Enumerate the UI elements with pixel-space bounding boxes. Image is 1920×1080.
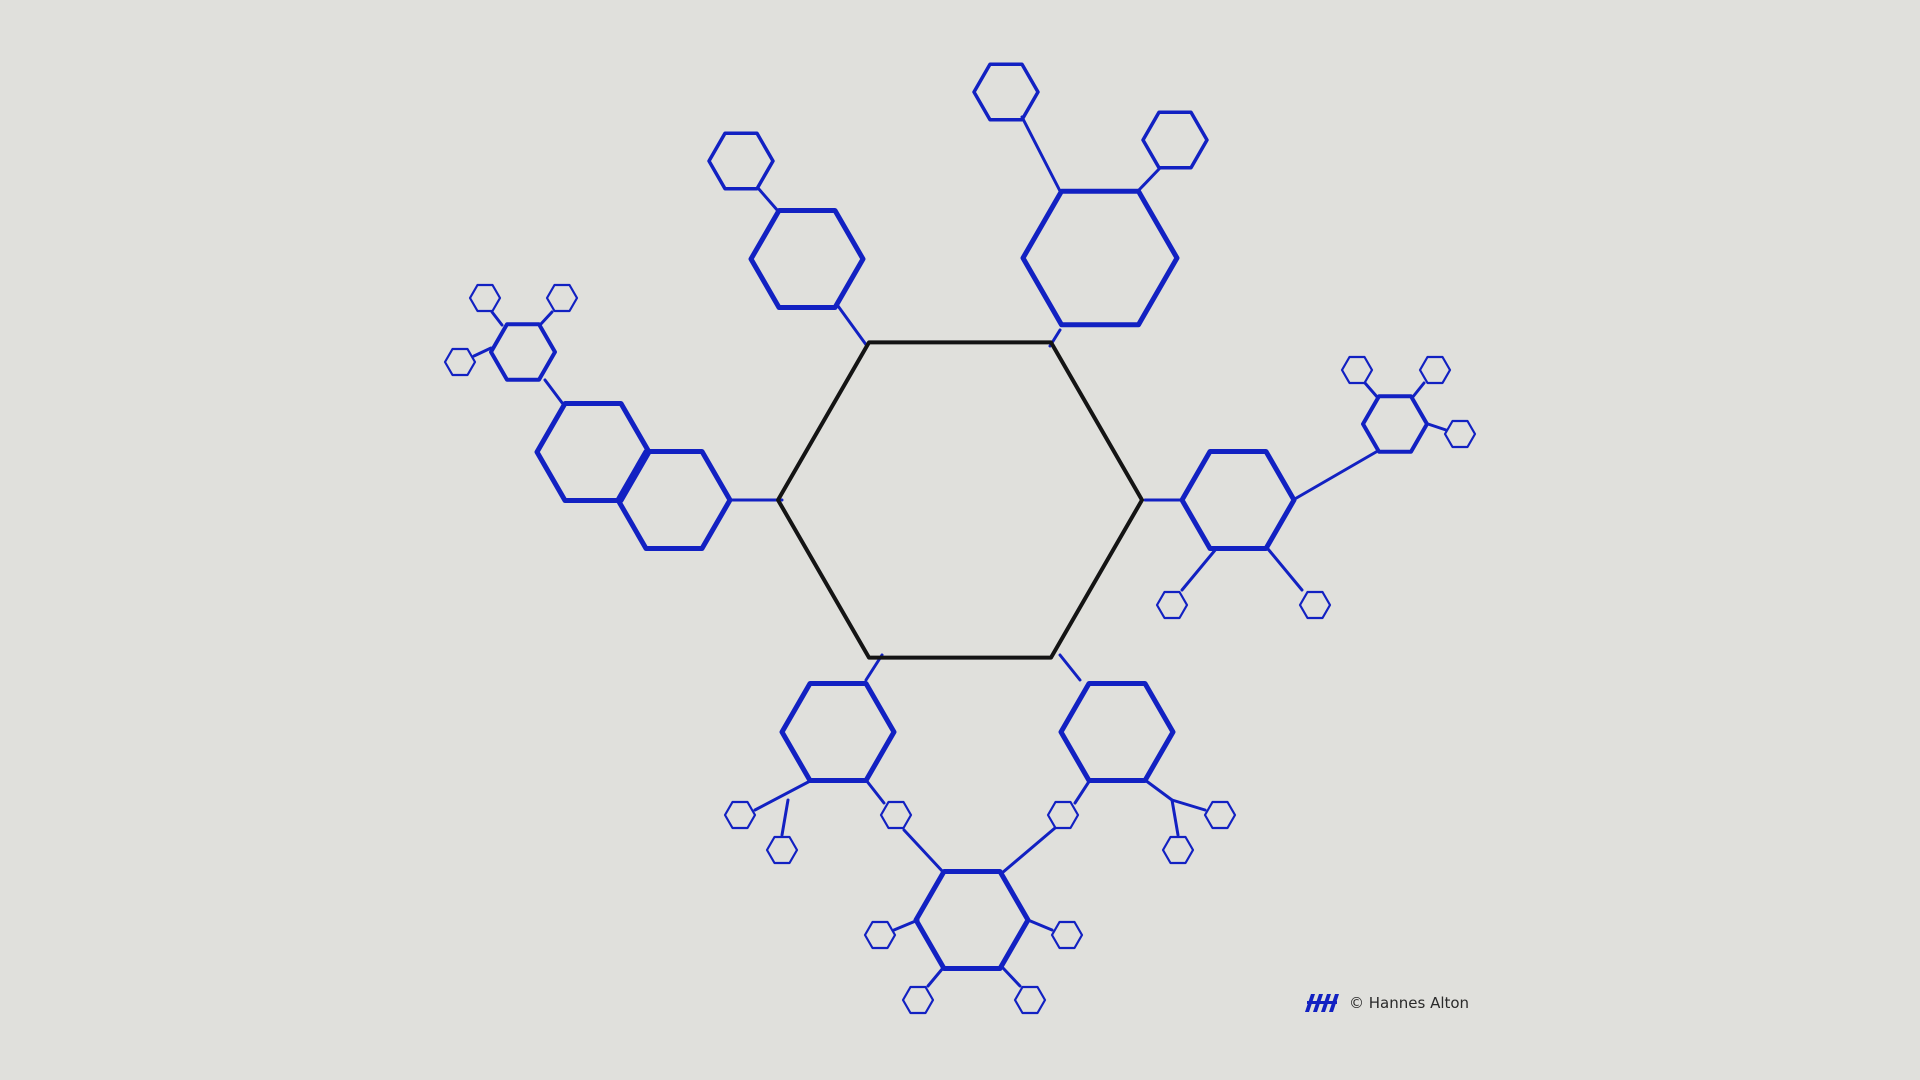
ha-monogram-logo-icon [1305,994,1339,1012]
satellite-br-b-hexagon [1203,800,1237,830]
left-outer-hexagon [534,401,652,503]
copyright-text: © Hannes Alton [1349,994,1470,1012]
satellite-bl-c-hexagon [879,800,913,830]
connector-line [1020,115,1062,193]
satellite-top-far-hexagon [972,62,1040,122]
connector-line [472,346,493,358]
connector-line [1073,778,1092,805]
connector-line [1026,918,1054,932]
connector-line [1180,547,1218,592]
connector-line [538,310,554,327]
satellite-left-c-hexagon [443,347,477,377]
connector-line [1000,826,1057,875]
satellite-bl-b-hexagon [765,835,799,865]
top-left-hexagon [748,208,866,310]
satellite-left-a-hexagon [468,283,502,313]
satellite-br-c-hexagon [1161,835,1195,865]
connector-line [490,310,504,327]
connector-line [864,778,886,805]
right-cluster-hexagon [1361,394,1429,454]
satellite-bc-c-hexagon [901,985,935,1015]
connector-line [1266,547,1304,592]
left-inner-hexagon [615,449,733,551]
satellite-left-b-hexagon [545,283,579,313]
bottom-left-hexagon [779,681,897,783]
connector-line [926,966,945,988]
connector-line [1170,798,1207,812]
left-cluster-hexagon [489,322,557,382]
satellite-bc-d-hexagon [1013,985,1047,1015]
satellite-br-a-hexagon [1046,800,1080,830]
satellite-right-b-hexagon [1418,355,1452,385]
satellite-right-down-a-hexagon [1155,590,1189,620]
connector-line [780,798,790,837]
bottom-center-hexagon [913,869,1031,971]
satellite-bc-a-hexagon [863,920,897,950]
top-right-hexagon [1020,188,1180,328]
satellite-bl-a-hexagon [723,800,757,830]
footer-credit: © Hannes Alton [1303,992,1469,1014]
connector-line [1410,381,1426,400]
connector-line [1001,966,1022,988]
satellite-right-down-b-hexagon [1298,590,1332,620]
connector-line [1143,778,1174,802]
connector-line [1136,166,1162,193]
satellite-top-right-hexagon [1141,110,1209,170]
satellite-bc-b-hexagon [1050,920,1084,950]
connector-line [892,918,920,932]
connector-line [836,304,869,348]
satellite-right-c-hexagon [1443,419,1477,449]
connector-line [1363,381,1380,400]
connector-line [1058,653,1082,682]
connector-line [756,186,780,213]
connector-line [543,378,565,406]
satellite-right-a-hexagon [1340,355,1374,385]
right-hexagon [1179,449,1297,551]
core-hexagon [776,340,1144,660]
connector-line [1291,450,1378,502]
connector-line [902,828,946,875]
satellite-top-left-hexagon [707,131,775,191]
connector-line [1170,798,1180,837]
connector-line [1426,422,1448,432]
bottom-right-hexagon [1058,681,1176,783]
connector-line [753,778,814,812]
